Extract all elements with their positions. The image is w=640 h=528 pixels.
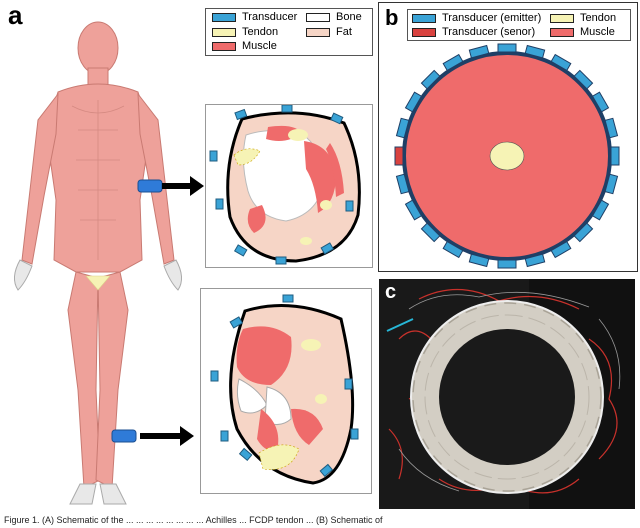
legend-a-label: Fat: [336, 26, 352, 38]
ankle-cross-section: [200, 288, 372, 494]
legend-a-label: Tendon: [242, 26, 278, 38]
legend-b-label: Muscle: [580, 26, 615, 38]
muscle-swatch: [212, 42, 236, 51]
tendon-swatch: [550, 14, 574, 23]
arrow-upper-arm: [162, 174, 206, 198]
legend-b-label: Transducer (senor): [442, 26, 535, 38]
panel-b: b Transducer (emitter) Tendon Transducer…: [378, 2, 638, 272]
transducer-swatch: [212, 13, 236, 22]
panel-b-letter: b: [385, 5, 398, 31]
legend-b-label: Transducer (emitter): [442, 12, 541, 24]
legend-a: Transducer Bone Tendon Fat Muscle: [205, 8, 373, 56]
legend-b-item: Muscle: [550, 26, 615, 38]
bone-swatch: [306, 13, 330, 22]
legend-b-label: Tendon: [580, 12, 616, 24]
legend-a-item: Transducer: [212, 11, 297, 23]
panel-c-letter: c: [385, 281, 396, 304]
figure-caption: Figure 1. (A) Schematic of the ... ... .…: [4, 515, 640, 525]
emitter-transducer: [498, 260, 516, 268]
tendon-swatch: [212, 28, 236, 37]
emitter-swatch: [412, 14, 436, 23]
emitter-transducer: [498, 44, 516, 52]
transducer-ring-schematic: [387, 41, 627, 269]
legend-a-item: Bone: [306, 11, 362, 23]
panel-a: a: [0, 0, 378, 512]
upper-arm-band: [138, 180, 162, 192]
legend-a-item: Fat: [306, 26, 352, 38]
legend-b-item: Transducer (senor): [412, 26, 535, 38]
muscle-swatch: [550, 28, 574, 37]
ankle-band: [112, 430, 136, 442]
sensor-transducer: [395, 147, 403, 165]
arrow-ankle: [140, 424, 196, 448]
legend-a-label: Muscle: [242, 40, 277, 52]
legend-b-item: Tendon: [550, 12, 616, 24]
fat-swatch: [306, 28, 330, 37]
legend-a-item: Tendon: [212, 26, 278, 38]
legend-a-label: Transducer: [242, 11, 297, 23]
transducer-ring-photo: c: [379, 279, 635, 509]
legend-a-label: Bone: [336, 11, 362, 23]
legend-b: Transducer (emitter) Tendon Transducer (…: [407, 9, 631, 41]
sensor-swatch: [412, 28, 436, 37]
legend-a-item: Muscle: [212, 40, 277, 52]
emitter-transducer: [611, 147, 619, 165]
legend-b-item: Transducer (emitter): [412, 12, 541, 24]
upper-arm-cross-section: [205, 104, 373, 268]
